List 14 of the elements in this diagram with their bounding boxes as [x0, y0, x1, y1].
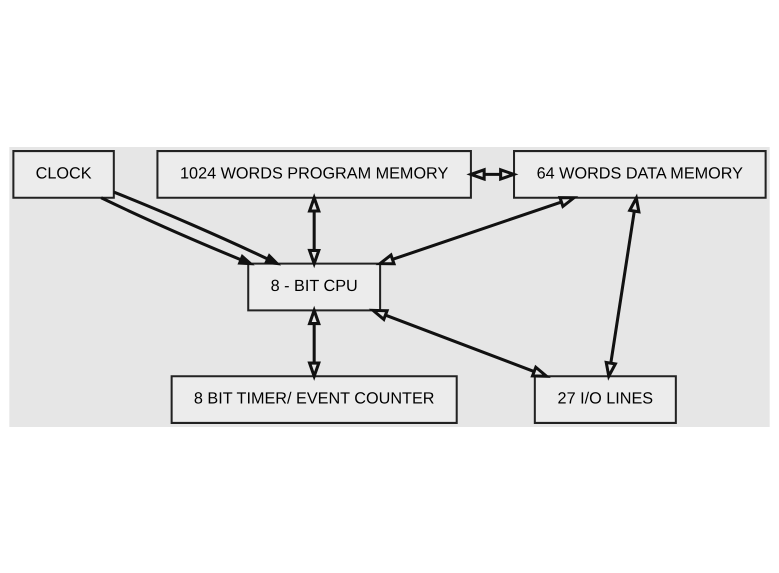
node-box: 8 - BIT CPU: [247, 262, 382, 311]
node-box: 27 I/O LINES: [534, 374, 677, 424]
node-box: 1024 WORDS PROGRAM MEMORY: [156, 150, 472, 198]
arrow: [307, 305, 321, 380]
arrow: [100, 196, 255, 265]
arrow: [368, 308, 551, 378]
node-box: CLOCK: [12, 150, 115, 198]
arrow: [376, 196, 578, 265]
node-box: 8 BIT TIMER/ EVENT COUNTER: [170, 374, 458, 424]
node-box: 64 WORDS DATA MEMORY: [513, 150, 767, 198]
arrow: [466, 167, 518, 181]
arrow: [114, 190, 282, 265]
arrow: [604, 192, 641, 380]
arrow: [307, 192, 321, 268]
